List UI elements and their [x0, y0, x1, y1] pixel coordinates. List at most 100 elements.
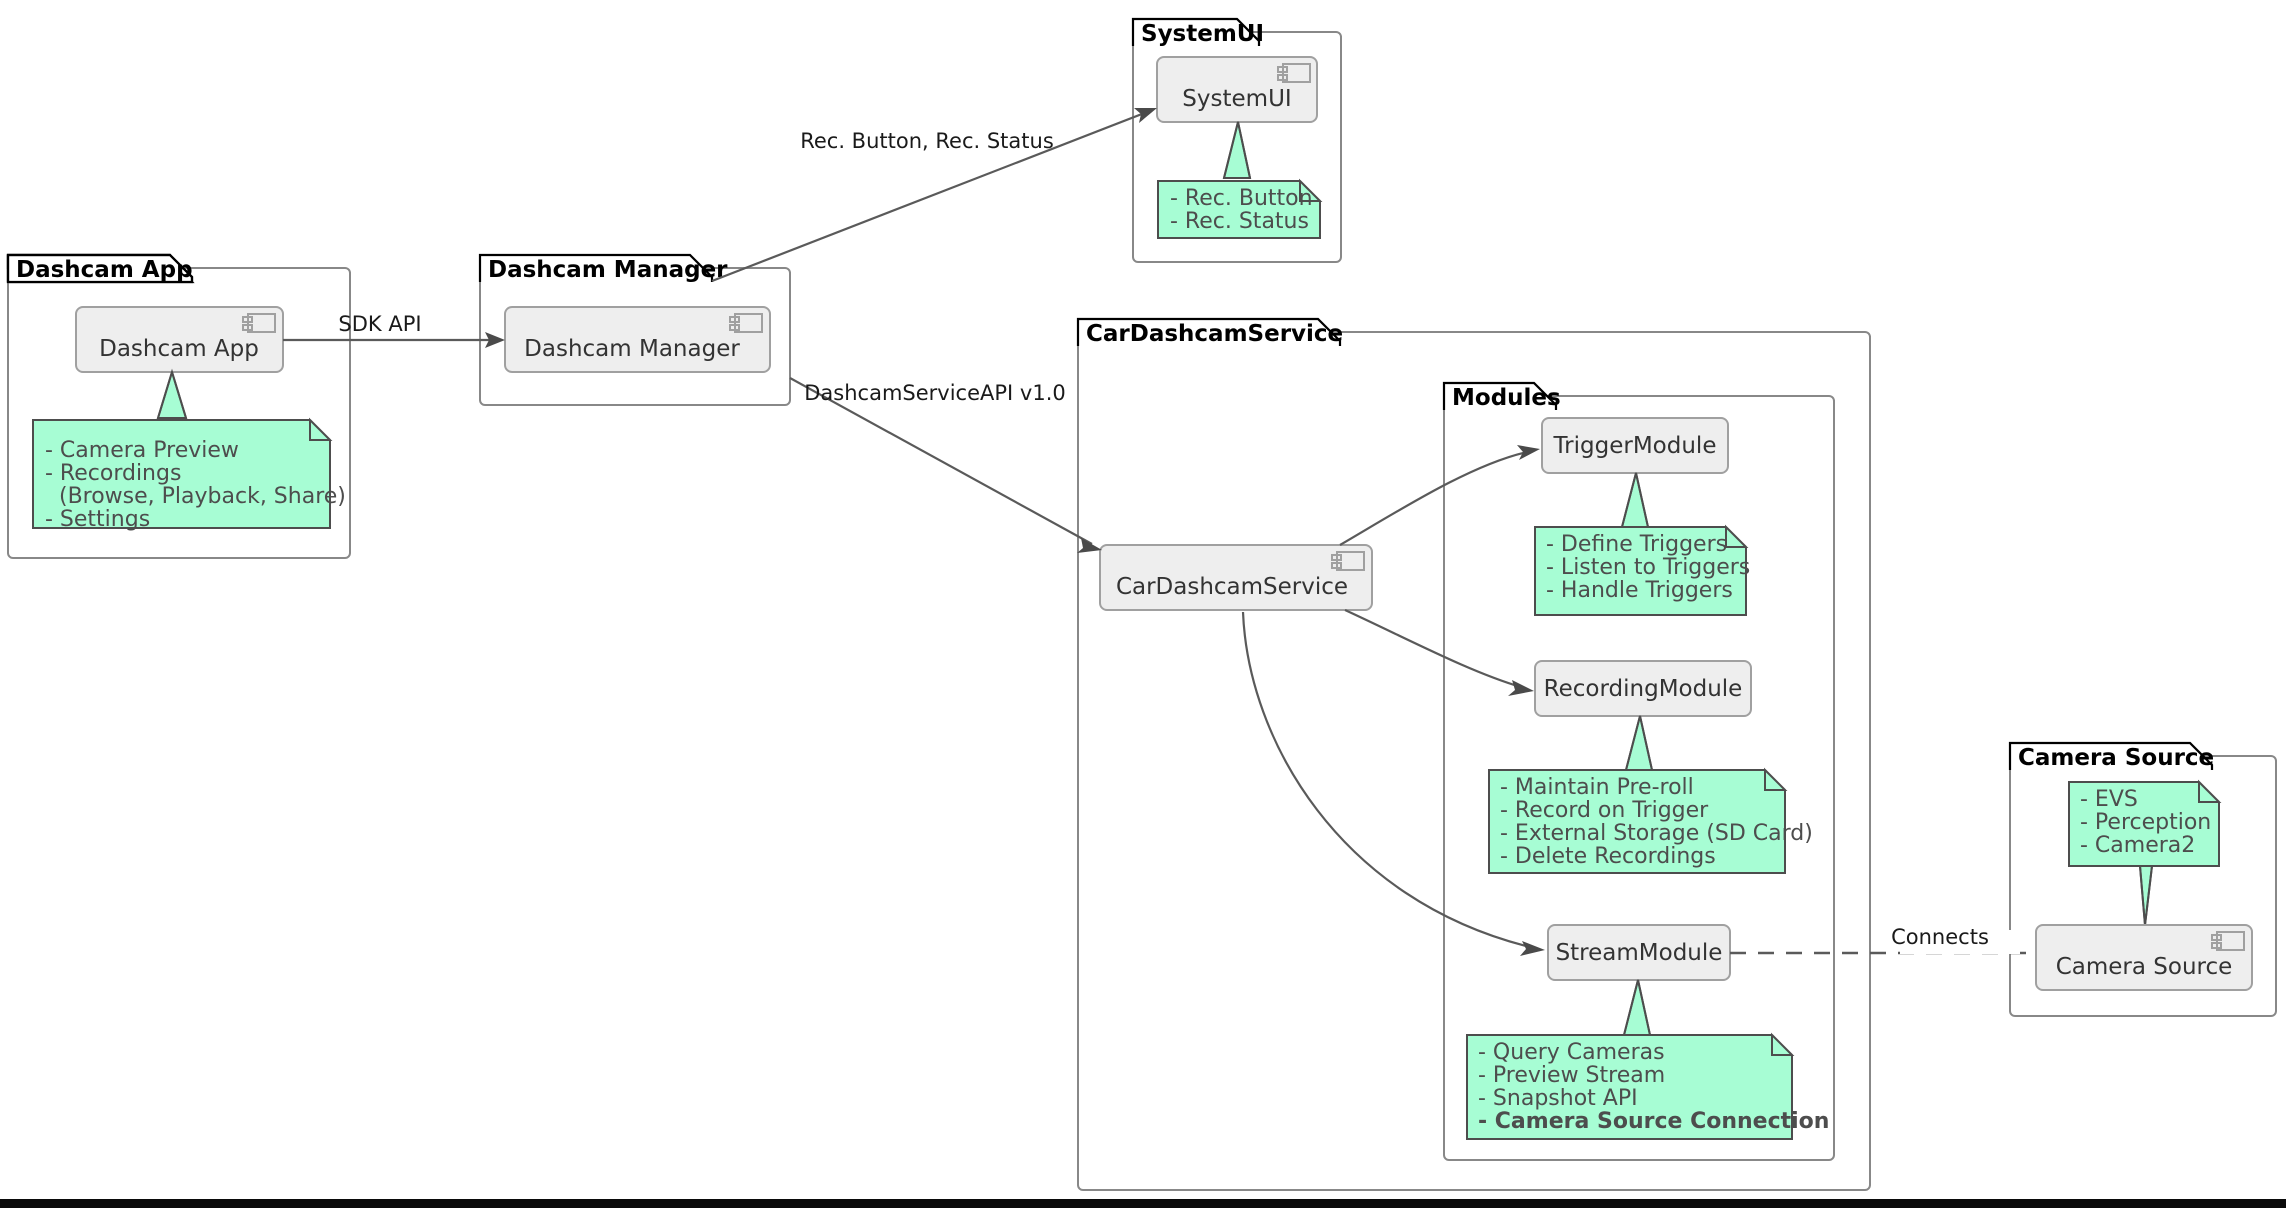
note-line: - Perception — [2080, 810, 2211, 835]
note-anchor-line-recording-module — [1625, 715, 1653, 771]
component-box-car-dashcam-service[interactable] — [1099, 544, 1373, 611]
note-anchor-line-trigger-module — [1621, 472, 1649, 528]
note-line: - Query Cameras — [1478, 1040, 1665, 1065]
note-line: - Rec. Button — [1170, 186, 1313, 211]
edge-label-manager-to-service: DashcamServiceAPI v1.0 — [804, 381, 1066, 405]
package-dashcam-manager: Dashcam Manager — [478, 253, 791, 406]
package-modules: Modules — [1442, 381, 1835, 1161]
component-box-dashcam-manager[interactable] — [504, 306, 771, 373]
edge-label-stream-to-camera: Connects — [1891, 925, 1989, 949]
note-line: - Define Triggers — [1546, 532, 1727, 557]
component-label-stream-module: StreamModule — [1556, 940, 1723, 966]
note-line: - Listen to Triggers — [1546, 555, 1750, 580]
uml-component-icon — [2211, 931, 2245, 951]
package-camera-source: Camera Source — [2008, 741, 2277, 1017]
edge-stream-to-camera: Connects — [1730, 925, 2036, 955]
note-line: - Camera Source Connection — [1478, 1109, 1829, 1134]
package-label-modules: Modules — [1452, 385, 1561, 411]
component-box-recording-module[interactable] — [1534, 660, 1752, 717]
arrow-head-app-to-manager — [485, 332, 505, 348]
edge-line-service-to-recording — [1344, 609, 1522, 689]
package-tab-fill-car-dashcam-service — [1078, 319, 1340, 346]
uml-component-icon — [1331, 551, 1365, 571]
component-trigger-module[interactable]: TriggerModule — [1541, 417, 1729, 474]
package-tab-outline-car-dashcam-service — [1076, 317, 1342, 346]
component-label-trigger-module: TriggerModule — [1553, 433, 1717, 459]
component-label-dashcam-manager: Dashcam Manager — [524, 336, 740, 362]
note-line: - Snapshot API — [1478, 1086, 1638, 1111]
component-dashcam-manager[interactable]: Dashcam Manager — [504, 306, 771, 373]
arrow-head-service-to-recording — [1508, 680, 1534, 696]
package-dashcam-app: Dashcam App — [6, 253, 351, 559]
note-body-camera-source — [2068, 781, 2220, 867]
note-body-trigger-module — [1534, 526, 1747, 616]
note-line: - Recordings — [45, 461, 181, 486]
package-body-modules — [1443, 395, 1835, 1161]
edge-line-service-to-trigger — [1339, 450, 1528, 546]
note-fold-trigger-module — [1725, 524, 1749, 548]
arrow-head-service-to-trigger — [1517, 445, 1540, 460]
note-line: - Camera2 — [2080, 833, 2195, 858]
uml-component-icon — [1277, 63, 1311, 83]
note-camera-source: - EVS - Perception - Camera2 — [2068, 779, 2222, 926]
note-line: - EVS — [2080, 787, 2138, 812]
component-label-car-dashcam-service: CarDashcamService — [1116, 574, 1348, 600]
edge-manager-to-service: DashcamServiceAPI v1.0 — [789, 377, 1102, 553]
arrow-head-manager-to-service — [1077, 538, 1102, 553]
component-stream-module[interactable]: StreamModule — [1547, 924, 1731, 981]
note-line: (Browse, Playback, Share) — [45, 484, 346, 509]
note-fold-dashcam-app — [309, 417, 333, 441]
package-tab-outline-system-ui — [1131, 17, 1261, 46]
note-fold-system-ui — [1299, 178, 1323, 202]
edge-service-to-recording — [1344, 609, 1534, 696]
component-label-system-ui: SystemUI — [1182, 86, 1291, 112]
package-system-ui: SystemUI — [1131, 17, 1342, 263]
package-label-camera-source: Camera Source — [2018, 745, 2214, 771]
note-anchor-trigger-module — [1620, 472, 1650, 528]
note-fold-stream-module — [1771, 1032, 1795, 1056]
note-anchor-line-system-ui — [1223, 121, 1251, 179]
note-fold-recording-module — [1764, 767, 1788, 791]
component-label-camera-source: Camera Source — [2056, 954, 2233, 980]
note-dashcam-app: - Camera Preview - Recordings (Browse, P… — [32, 368, 346, 532]
note-anchor-line-camera-source — [2139, 865, 2153, 926]
component-label-recording-module: RecordingModule — [1544, 676, 1743, 702]
component-camera-source[interactable]: Camera Source — [2035, 924, 2253, 991]
note-line: - Settings — [45, 507, 150, 532]
note-line: - Preview Stream — [1478, 1063, 1665, 1088]
package-car-dashcam-service: CarDashcamService — [1076, 317, 1871, 1191]
note-line: - Record on Trigger — [1500, 798, 1709, 823]
note-body-recording-module — [1488, 769, 1786, 874]
note-body-dashcam-app — [32, 419, 331, 529]
arrow-head-manager-to-systemui — [1134, 108, 1157, 123]
note-line: - Handle Triggers — [1546, 578, 1733, 603]
component-box-camera-source[interactable] — [2035, 924, 2253, 991]
bottom-border-bar — [0, 1199, 2286, 1208]
edge-manager-to-systemui: Rec. Button, Rec. Status — [711, 108, 1157, 283]
note-stream-module: - Query Cameras - Preview Stream - Snaps… — [1466, 979, 1829, 1140]
component-system-ui[interactable]: SystemUI — [1156, 56, 1318, 123]
package-body-car-dashcam-service — [1077, 331, 1871, 1191]
component-recording-module[interactable]: RecordingModule — [1534, 660, 1752, 717]
note-line: - Rec. Status — [1170, 209, 1309, 234]
edge-label-app-to-manager: SDK API — [338, 312, 421, 336]
package-label-dashcam-app: Dashcam App — [16, 257, 193, 283]
edge-label-manager-to-systemui: Rec. Button, Rec. Status — [800, 129, 1054, 153]
note-anchor-stream-module — [1622, 979, 1652, 1036]
package-tab-outline-camera-source — [2008, 741, 2214, 770]
edge-app-to-manager: SDK API — [283, 312, 505, 348]
component-dashcam-app[interactable]: Dashcam App — [75, 306, 284, 373]
note-system-ui: - Rec. Button - Rec. Status — [1157, 121, 1323, 239]
edge-service-to-stream — [1241, 611, 1545, 956]
package-tab-outline-dashcam-manager — [478, 253, 714, 282]
edge-label-bg-stream-to-camera — [1900, 930, 2020, 954]
package-tab-outline-dashcam-app — [6, 253, 194, 282]
edge-line-manager-to-systemui — [711, 110, 1148, 283]
edge-service-to-trigger — [1339, 445, 1540, 546]
note-line: - Maintain Pre-roll — [1500, 775, 1694, 800]
package-label-dashcam-manager: Dashcam Manager — [488, 257, 728, 283]
note-anchor-line-dashcam-app — [157, 371, 187, 419]
component-car-dashcam-service[interactable]: CarDashcamService — [1099, 544, 1373, 611]
note-fold-camera-source — [2198, 779, 2222, 803]
